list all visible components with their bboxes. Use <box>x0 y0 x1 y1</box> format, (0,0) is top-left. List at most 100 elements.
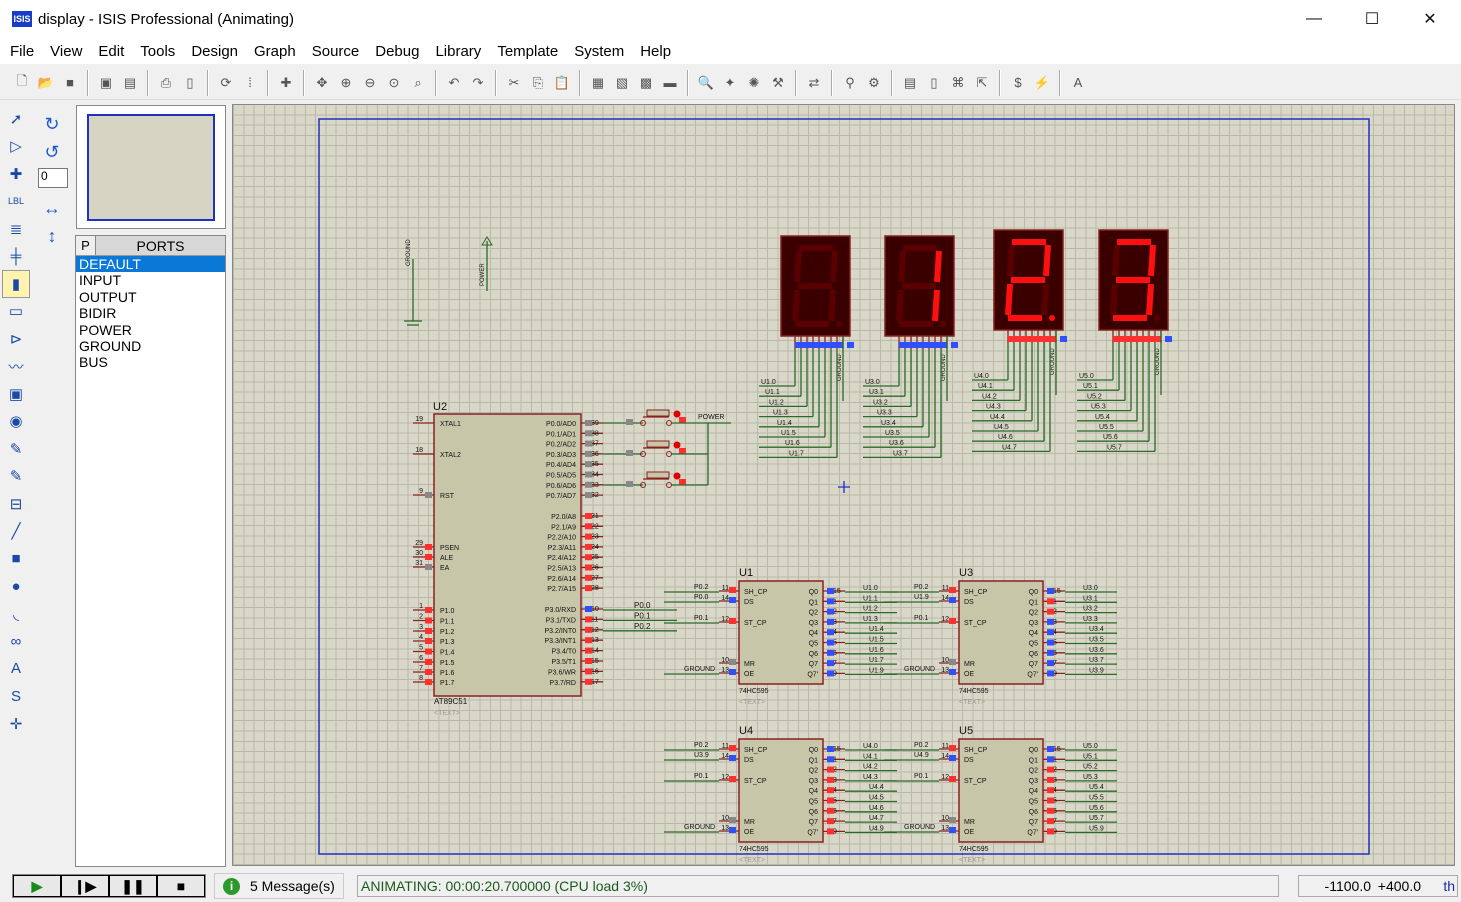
goto-sheet-icon[interactable]: ⌘ <box>951 74 965 90</box>
schematic[interactable]: U2AT89C51<TEXT>19XTAL118XTAL29RST29PSEN3… <box>233 105 1455 866</box>
pick-device-icon[interactable]: 🔍 <box>697 74 715 90</box>
origin-icon[interactable]: ✚ <box>280 74 292 90</box>
play-button[interactable]: ▶ <box>13 875 61 897</box>
menu-source[interactable]: Source <box>311 42 360 60</box>
minimize-button[interactable]: — <box>1306 10 1322 27</box>
selector-item-output[interactable]: OUTPUT <box>79 288 137 305</box>
push-button[interactable] <box>646 440 670 448</box>
redo-icon[interactable]: ↷ <box>472 74 484 90</box>
selector-item-ground[interactable]: GROUND <box>79 337 142 354</box>
erc-icon[interactable]: ⚡ <box>1033 74 1051 90</box>
rotate-anticlockwise-icon[interactable]: ↺ <box>44 141 60 162</box>
property-tool-icon[interactable]: ⚙ <box>868 74 880 90</box>
block-move-icon[interactable]: ▧ <box>615 74 629 90</box>
pin-icon[interactable]: ⊳ <box>9 330 23 348</box>
search-tag-icon[interactable]: ⚲ <box>845 74 855 90</box>
register-u4-body[interactable] <box>738 738 824 843</box>
graph-icon[interactable]: 〰 <box>8 358 24 376</box>
path-icon[interactable]: ∞ <box>10 632 22 650</box>
symbol-icon[interactable]: S <box>10 687 21 705</box>
menu-design[interactable]: Design <box>191 42 239 60</box>
close-button[interactable]: ✕ <box>1423 11 1437 28</box>
undo-icon[interactable]: ↶ <box>448 74 460 90</box>
import-icon[interactable]: ▣ <box>99 74 113 90</box>
menu-template[interactable]: Template <box>497 42 559 60</box>
mirror-x-icon[interactable]: ↔ <box>43 197 61 218</box>
export-icon[interactable]: ▤ <box>123 74 137 90</box>
menu-debug[interactable]: Debug <box>375 42 420 60</box>
selector-item-power[interactable]: POWER <box>79 321 132 338</box>
pick-devices-button[interactable]: P <box>76 236 96 255</box>
grid-icon[interactable]: ⁞ <box>248 75 252 90</box>
open-icon[interactable]: 📂 <box>37 74 55 90</box>
register-u3-body[interactable] <box>958 580 1044 685</box>
u2-body[interactable] <box>433 413 582 697</box>
selector-item-bidir[interactable]: BIDIR <box>79 305 117 322</box>
zoom-out-icon[interactable]: ⊖ <box>364 74 376 90</box>
wire-autorouter-icon[interactable]: ⇄ <box>808 74 820 90</box>
overview-sheet[interactable] <box>87 114 215 221</box>
generator-icon[interactable]: ◉ <box>9 413 23 431</box>
voltage-probe-icon[interactable]: ✎ <box>9 440 23 458</box>
paste-icon[interactable]: 📋 <box>553 74 571 90</box>
selector-item-bus[interactable]: BUS <box>79 354 108 371</box>
menu-library[interactable]: Library <box>435 42 482 60</box>
subcircuit-icon[interactable]: ▮ <box>2 270 30 298</box>
new-sheet-icon[interactable]: ▤ <box>903 74 917 90</box>
register-u5-body[interactable] <box>958 738 1044 843</box>
page-icon[interactable]: ▯ <box>186 74 194 90</box>
text-script-icon[interactable]: ≣ <box>9 220 23 238</box>
terminal-icon[interactable]: ▭ <box>8 303 24 321</box>
selector-item-default[interactable]: DEFAULT <box>76 256 225 273</box>
bom-icon[interactable]: $ <box>1014 75 1022 90</box>
menu-file[interactable]: File <box>10 42 35 60</box>
tape-icon[interactable]: ▣ <box>8 385 24 403</box>
component-mode-icon[interactable]: ▷ <box>10 138 22 156</box>
rotation-angle-input[interactable]: 0 <box>38 168 68 188</box>
instrument-icon[interactable]: ⊟ <box>9 495 23 513</box>
line-icon[interactable]: ╱ <box>11 523 21 541</box>
menu-tools[interactable]: Tools <box>140 42 176 60</box>
text-icon[interactable]: A <box>10 660 21 678</box>
junction-icon[interactable]: ✚ <box>9 165 23 183</box>
step-button[interactable]: ❙▶ <box>61 875 109 897</box>
zoom-all-icon[interactable]: ⊙ <box>388 74 400 90</box>
new-icon[interactable]: 🗋 <box>16 72 28 88</box>
pause-button[interactable]: ❚❚ <box>109 875 157 897</box>
overview-window[interactable] <box>76 105 226 229</box>
remove-sheet-icon[interactable]: ▯ <box>930 74 938 90</box>
package-icon[interactable]: ✺ <box>748 74 760 90</box>
mirror-y-icon[interactable]: ↕ <box>47 225 57 246</box>
print-icon[interactable]: ⎙ <box>160 74 172 90</box>
box-icon[interactable]: ■ <box>11 550 21 568</box>
marker-icon[interactable]: ✛ <box>9 715 23 733</box>
units-toggle[interactable]: th <box>1443 878 1455 894</box>
menu-help[interactable]: Help <box>640 42 672 60</box>
push-button[interactable] <box>646 409 670 417</box>
label-icon[interactable]: LBL <box>7 196 24 207</box>
make-device-icon[interactable]: ✦ <box>724 74 736 90</box>
circle-icon[interactable]: ● <box>11 577 21 595</box>
refresh-icon[interactable]: ⟳ <box>220 74 232 90</box>
ares-icon[interactable]: A <box>1073 75 1083 90</box>
select-mode-icon[interactable]: ➚ <box>9 110 23 128</box>
zoom-area-icon[interactable]: ⌕ <box>414 74 422 90</box>
rotate-clockwise-icon[interactable]: ↻ <box>44 113 60 134</box>
decompose-icon[interactable]: ⚒ <box>772 74 784 90</box>
menu-system[interactable]: System <box>574 42 625 60</box>
stop-button[interactable]: ■ <box>157 875 205 897</box>
push-button[interactable] <box>646 471 670 479</box>
current-probe-icon[interactable]: ✎ <box>9 468 23 486</box>
zoom-in-icon[interactable]: ⊕ <box>340 74 352 90</box>
copy-icon[interactable]: ⎘ <box>532 74 544 90</box>
menu-edit[interactable]: Edit <box>98 42 125 60</box>
cut-icon[interactable]: ✂ <box>508 74 520 90</box>
maximize-button[interactable]: ☐ <box>1364 11 1380 28</box>
pan-icon[interactable]: ✥ <box>316 74 328 90</box>
selector-item-input[interactable]: INPUT <box>79 272 121 289</box>
save-icon[interactable]: ■ <box>66 75 74 90</box>
block-delete-icon[interactable]: ▬ <box>663 75 677 90</box>
exit-parent-icon[interactable]: ⇱ <box>976 74 988 90</box>
